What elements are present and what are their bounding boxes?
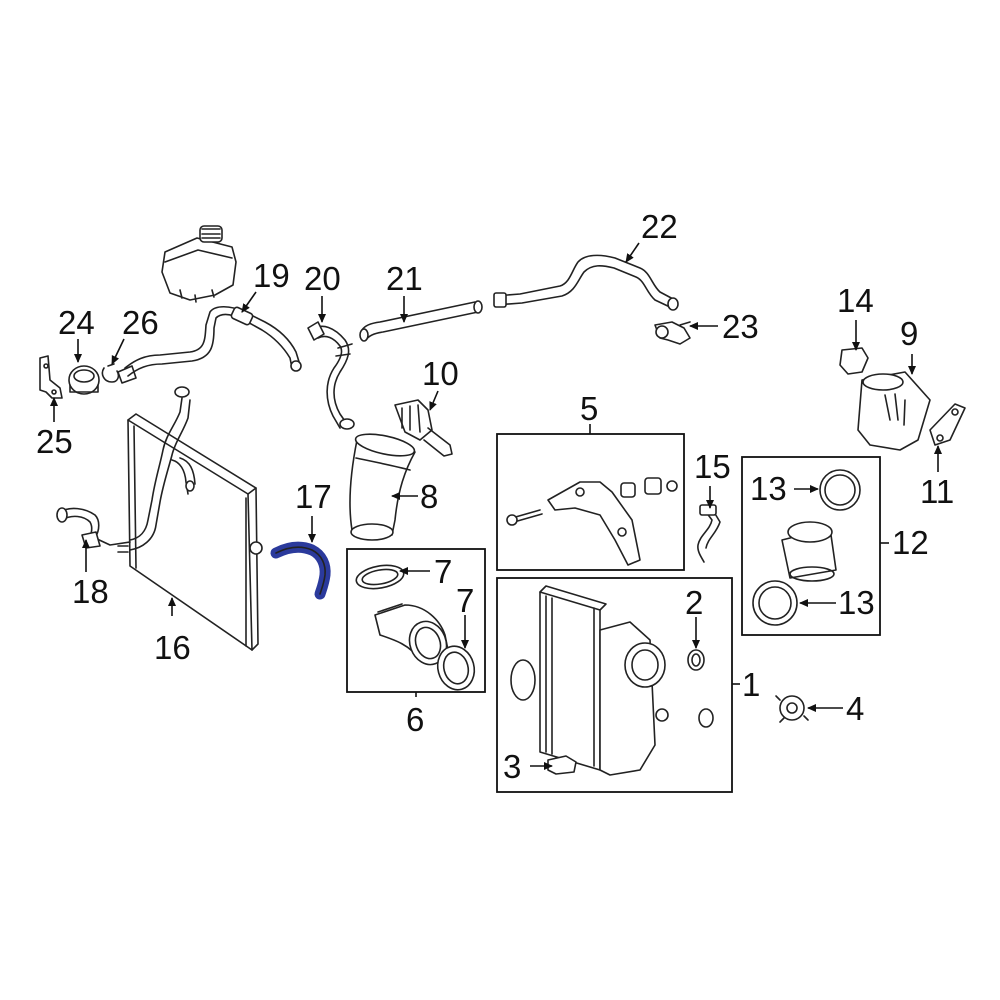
hose-15-icon[interactable] (697, 504, 721, 563)
connector-23-icon[interactable] (654, 321, 691, 345)
gasket-11-icon[interactable] (929, 403, 966, 446)
clamp-26-icon[interactable] (101, 363, 120, 383)
radiator-16-icon[interactable] (117, 413, 263, 651)
callout-10[interactable]: 10 (422, 355, 459, 392)
callout-14[interactable]: 14 (837, 282, 874, 319)
callout-19[interactable]: 19 (253, 257, 290, 294)
valve-4-icon[interactable] (775, 695, 809, 723)
group-box-1 (496, 577, 733, 793)
callout-labels: 1 2 3 4 5 6 7 7 8 9 10 11 12 13 13 14 15… (36, 208, 954, 785)
sensor-14-icon[interactable] (839, 347, 869, 375)
clip-2-icon[interactable] (687, 649, 705, 671)
callout-6[interactable]: 6 (406, 701, 424, 738)
leader-lines (50, 242, 942, 770)
callout-23[interactable]: 23 (722, 308, 759, 345)
callout-13-bottom[interactable]: 13 (838, 584, 875, 621)
callout-1[interactable]: 1 (742, 666, 760, 703)
hose-17-outline (275, 546, 326, 595)
callout-22[interactable]: 22 (641, 208, 678, 245)
bracket-25-icon[interactable] (39, 355, 63, 399)
bolt-5-icon[interactable] (506, 509, 543, 526)
callout-17[interactable]: 17 (295, 478, 332, 515)
callout-18[interactable]: 18 (72, 573, 109, 610)
callout-13-top[interactable]: 13 (750, 470, 787, 507)
callout-20[interactable]: 20 (304, 260, 341, 297)
group-box-12 (741, 456, 881, 636)
filter-9-icon[interactable] (857, 371, 931, 451)
bracket-5-icon[interactable] (547, 481, 641, 566)
callout-7-bottom[interactable]: 7 (456, 582, 474, 619)
callout-12[interactable]: 12 (892, 524, 929, 561)
callout-26[interactable]: 26 (122, 304, 159, 341)
callout-15[interactable]: 15 (694, 448, 731, 485)
callout-3[interactable]: 3 (503, 748, 521, 785)
clamp-13-top-icon[interactable] (819, 469, 861, 511)
mount-3-icon[interactable] (547, 755, 577, 775)
callout-11[interactable]: 11 (920, 473, 954, 510)
pump-24-icon[interactable] (68, 365, 100, 395)
callout-7-top[interactable]: 7 (434, 553, 452, 590)
callout-9[interactable]: 9 (900, 315, 918, 352)
coolant-reservoir-icon[interactable] (161, 225, 237, 303)
hose-22-icon[interactable] (493, 254, 679, 311)
hose-21-icon[interactable] (359, 300, 483, 342)
clamp-13-bottom-icon[interactable] (752, 580, 798, 626)
callout-4[interactable]: 4 (846, 690, 864, 727)
callout-25[interactable]: 25 (36, 423, 73, 460)
coupler-12-icon[interactable] (781, 521, 837, 582)
intercooler-1-icon[interactable] (510, 585, 669, 776)
hose-18-icon[interactable] (56, 386, 196, 551)
air-duct-8-icon[interactable] (349, 430, 416, 541)
intake-elbow-6-icon[interactable] (374, 603, 452, 670)
sensor-10-icon[interactable] (394, 399, 453, 457)
callout-5[interactable]: 5 (580, 390, 598, 427)
hose-19-icon[interactable] (117, 305, 302, 384)
gasket-7-bottom-icon[interactable] (433, 642, 479, 694)
hose-20-icon[interactable] (307, 321, 355, 430)
callout-16[interactable]: 16 (154, 629, 191, 666)
gasket-7-top-icon[interactable] (354, 562, 405, 592)
callout-8[interactable]: 8 (420, 478, 438, 515)
callout-21[interactable]: 21 (386, 260, 423, 297)
callout-24[interactable]: 24 (58, 304, 95, 341)
oring-icon[interactable] (698, 708, 714, 728)
bushing-5-icon[interactable] (620, 477, 678, 498)
callout-2[interactable]: 2 (685, 584, 703, 621)
